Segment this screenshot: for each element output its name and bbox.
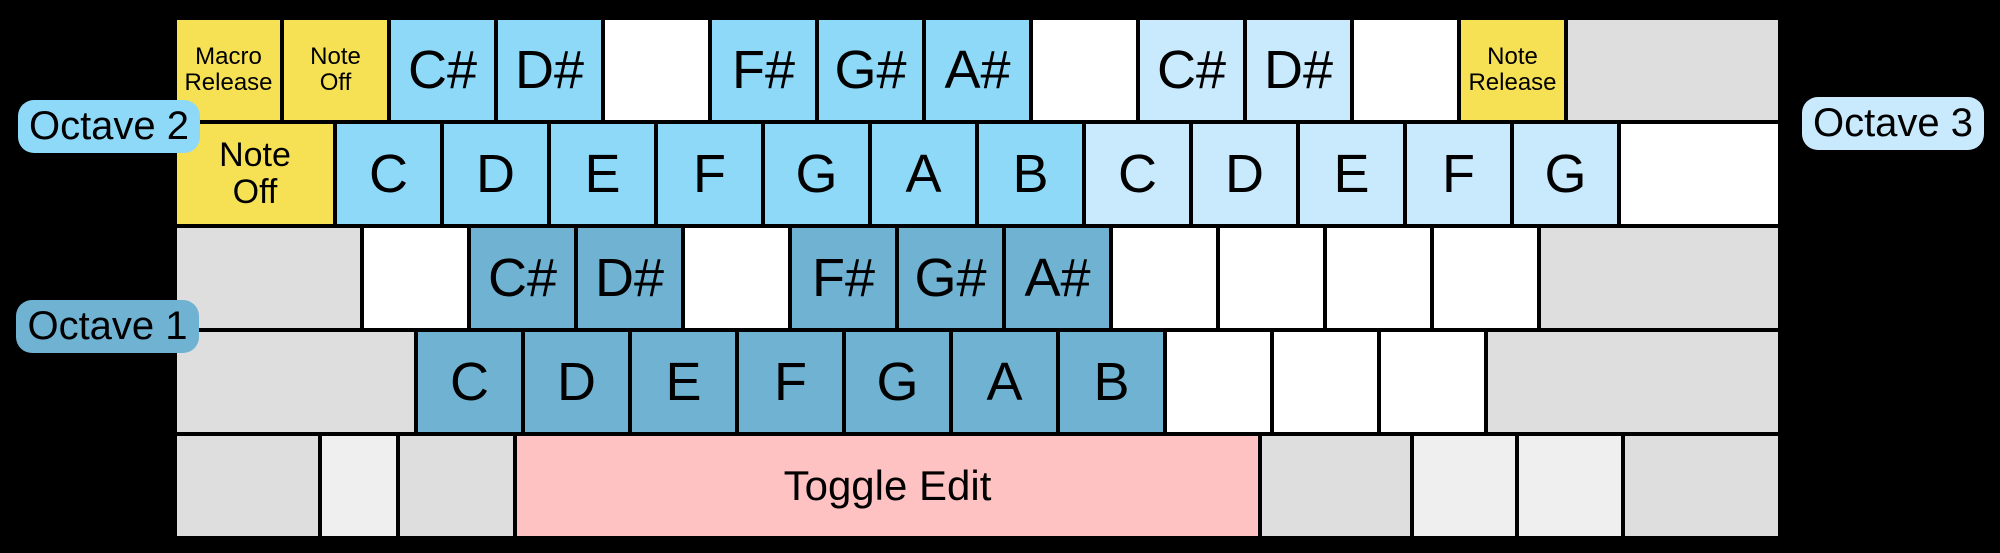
- key-d-sharp-octave1: D#: [576, 226, 683, 330]
- key-f-octave1: F: [737, 330, 844, 434]
- key-b-octave1: B: [1058, 330, 1165, 434]
- key-blank: [175, 434, 320, 538]
- key-a-sharp-octave2: A#: [924, 18, 1031, 122]
- key-blank: [1272, 330, 1379, 434]
- key-blank: [603, 18, 710, 122]
- key-c-sharp-octave2: C#: [389, 18, 496, 122]
- key-blank: [1539, 226, 1780, 330]
- key-f-sharp-octave1: F#: [790, 226, 897, 330]
- key-blank: [1412, 434, 1517, 538]
- key-blank: [320, 434, 398, 538]
- key-blank: [362, 226, 469, 330]
- key-f-octave3: F: [1405, 122, 1512, 226]
- key-blank: [1379, 330, 1486, 434]
- key-e-octave3: E: [1298, 122, 1405, 226]
- octave-1-label: Octave 1: [16, 300, 199, 353]
- key-note-off: Note Off: [175, 122, 335, 226]
- key-blank: [1432, 226, 1539, 330]
- key-blank: [175, 330, 416, 434]
- key-blank: [1486, 330, 1780, 434]
- key-g-octave2: G: [763, 122, 870, 226]
- key-blank: [1517, 434, 1623, 538]
- key-blank: [175, 226, 362, 330]
- key-blank: [1623, 434, 1780, 538]
- key-c-sharp-octave3: C#: [1138, 18, 1245, 122]
- keyboard-row-3: C#D# F#G#A#: [175, 226, 1780, 330]
- key-blank: [683, 226, 790, 330]
- key-blank: [1111, 226, 1218, 330]
- key-g-sharp-octave2: G#: [817, 18, 924, 122]
- octave-3-label: Octave 3: [1802, 97, 1984, 150]
- key-g-sharp-octave1: G#: [897, 226, 1004, 330]
- key-blank: [1325, 226, 1432, 330]
- key-a-octave2: A: [870, 122, 977, 226]
- key-toggle-edit: Toggle Edit: [515, 434, 1260, 538]
- key-blank: [1260, 434, 1412, 538]
- key-d-sharp-octave2: D#: [496, 18, 603, 122]
- octave-2-label: Octave 2: [18, 100, 200, 153]
- key-f-sharp-octave2: F#: [710, 18, 817, 122]
- key-b-octave2: B: [977, 122, 1084, 226]
- key-blank: [1031, 18, 1138, 122]
- keyboard-row-5: Toggle Edit: [175, 434, 1780, 538]
- key-blank: [1352, 18, 1459, 122]
- key-g-octave3: G: [1512, 122, 1619, 226]
- key-blank: [1566, 18, 1780, 122]
- key-g-octave1: G: [844, 330, 951, 434]
- key-d-octave1: D: [523, 330, 630, 434]
- key-d-octave2: D: [442, 122, 549, 226]
- key-a-sharp-octave1: A#: [1004, 226, 1111, 330]
- key-d-sharp-octave3: D#: [1245, 18, 1352, 122]
- key-blank: [1165, 330, 1272, 434]
- key-f-octave2: F: [656, 122, 763, 226]
- key-e-octave1: E: [630, 330, 737, 434]
- key-e-octave2: E: [549, 122, 656, 226]
- key-c-sharp-octave1: C#: [469, 226, 576, 330]
- key-blank: [1218, 226, 1325, 330]
- key-note-off: Note Off: [282, 18, 389, 122]
- key-c-octave1: C: [416, 330, 523, 434]
- key-c-octave2: C: [335, 122, 442, 226]
- key-note-release: Note Release: [1459, 18, 1566, 122]
- key-a-octave1: A: [951, 330, 1058, 434]
- key-d-octave3: D: [1191, 122, 1298, 226]
- key-blank: [398, 434, 515, 538]
- key-blank: [1619, 122, 1780, 226]
- key-c-octave3: C: [1084, 122, 1191, 226]
